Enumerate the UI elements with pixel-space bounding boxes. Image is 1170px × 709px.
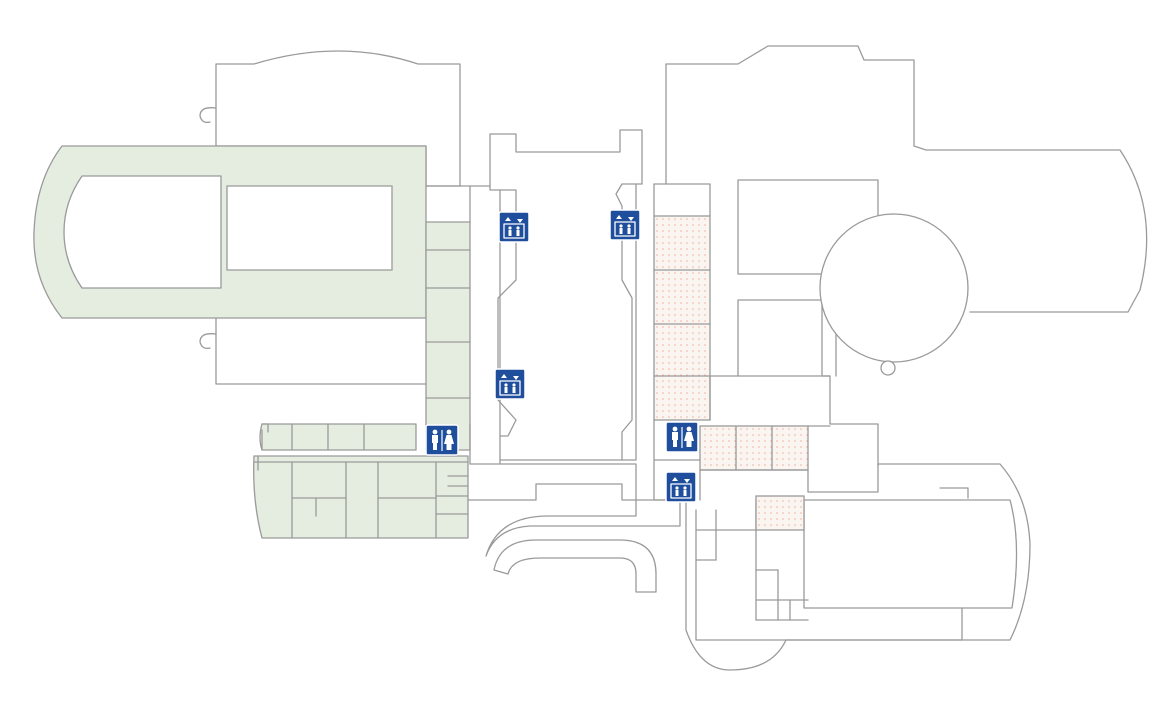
auditorium-inner: [695, 499, 963, 641]
west-building-lower-outline: [215, 317, 427, 385]
entrance-canopy: [485, 499, 681, 557]
west-corridor-column: [425, 221, 471, 451]
northeast-inner-rooms: [737, 179, 879, 377]
atrium-south-link: [447, 423, 637, 501]
west-corridor-walls: [425, 185, 501, 223]
west-wing: [33, 50, 501, 539]
east-corridor-dividers: [653, 269, 711, 377]
elevator-icon[interactable]: [665, 471, 697, 503]
elevator-icon[interactable]: [498, 211, 530, 243]
northeast-building-outline: [665, 45, 1148, 313]
central-atrium: [447, 129, 681, 593]
east-corridor-zone: [653, 215, 711, 421]
east-wing: [653, 45, 1148, 671]
west-building-lower-notch: [199, 333, 217, 350]
elevator-icon[interactable]: [609, 209, 641, 241]
track-infield-left: [63, 175, 222, 289]
west-corridor-dividers: [425, 249, 471, 399]
atrium-east-partition: [615, 183, 637, 461]
atrium-west-partition: [497, 189, 517, 437]
rotunda: [819, 213, 969, 363]
southwest-wing-upper-dividers: [291, 423, 365, 451]
east-corridor-walls: [653, 183, 879, 467]
restroom-icon[interactable]: [665, 421, 699, 453]
southwest-wing-lower-dividers: [253, 461, 469, 539]
track-infield-right: [226, 185, 393, 271]
auditorium-seating: [803, 487, 1018, 609]
auditorium-stage-rooms: [695, 509, 809, 621]
entrance-drive: [493, 539, 657, 593]
auditorium-dotted-room: [755, 495, 805, 531]
east-lobby-rooms: [699, 425, 809, 471]
northwest-building-notch: [199, 107, 217, 124]
southwest-wing-lower: [253, 455, 469, 539]
east-lobby-dividers: [735, 425, 773, 471]
atrium-outline: [489, 129, 643, 461]
rotunda-column: [880, 360, 896, 376]
restroom-icon[interactable]: [425, 424, 459, 456]
southwest-wing-stair: [257, 423, 269, 471]
auditorium-outline: [685, 463, 1031, 671]
southwest-wing-upper: [259, 423, 417, 451]
elevator-icon[interactable]: [494, 368, 526, 400]
